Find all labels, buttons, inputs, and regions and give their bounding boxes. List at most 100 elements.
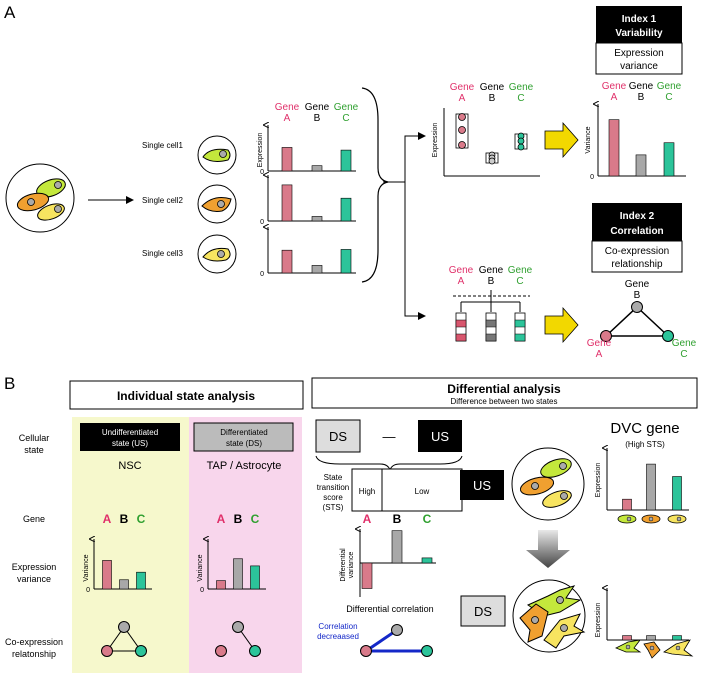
gene-letters-nsc: A B C	[103, 512, 146, 526]
svg-text:B: B	[489, 93, 496, 104]
svg-text:Gene: Gene	[625, 279, 650, 290]
differential-correlation-label: Differential correlation	[346, 604, 433, 614]
nsc-coexpression-network	[101, 621, 147, 657]
cluster-gene-a: Gene A	[449, 265, 474, 287]
svg-text:Expression: Expression	[12, 562, 57, 572]
cell1-bar-1	[311, 165, 323, 172]
svg-text:—: —	[383, 429, 396, 444]
cell1-bar-0	[281, 147, 293, 172]
svg-text:Variability: Variability	[615, 28, 663, 39]
svg-text:Gene: Gene	[602, 81, 627, 92]
svg-text:Individual state analysis: Individual state analysis	[117, 389, 255, 403]
svg-text:state (US): state (US)	[112, 439, 148, 448]
tap-astrocyte-label: TAP / Astrocyte	[207, 460, 282, 472]
svg-text:score: score	[323, 493, 343, 502]
svg-text:B: B	[393, 512, 402, 526]
differential-title-box: Differential analysis Difference between…	[311, 377, 698, 409]
cell-mixture	[5, 163, 75, 233]
nsc-variance-chart: 0	[86, 539, 152, 594]
svg-text:A: A	[103, 512, 112, 526]
svg-text:Differential analysis: Differential analysis	[447, 382, 561, 396]
cell3-bar-2	[340, 249, 352, 274]
nsc-bar-0	[102, 560, 112, 590]
svg-text:B: B	[314, 113, 321, 124]
single-cell3-label: Single cell3	[142, 249, 183, 258]
svg-text:Gene: Gene	[305, 102, 330, 113]
svg-text:C: C	[251, 512, 260, 526]
svg-text:Gene: Gene	[450, 82, 475, 93]
svg-text:transition: transition	[317, 483, 349, 492]
sts-label: State transition score (STS)	[317, 473, 349, 512]
svg-text:Difference between two states: Difference between two states	[450, 397, 557, 406]
svg-text:A: A	[596, 349, 603, 360]
svg-text:Differentiated: Differentiated	[220, 428, 267, 437]
diff-bar-2	[421, 557, 433, 564]
tap-zero-label: 0	[200, 587, 204, 594]
svg-text:C: C	[342, 113, 349, 124]
arrow-to-boxplot	[383, 132, 426, 183]
svg-text:Gene: Gene	[334, 102, 359, 113]
svg-text:C: C	[680, 349, 687, 360]
us-cells	[511, 447, 585, 521]
index1-box: Index 1 Variability Expression variance	[595, 6, 683, 75]
undifferentiated-state-box: Undifferentiated state (US)	[80, 423, 180, 451]
svg-text:B: B	[634, 290, 641, 301]
dvc-us-bar-1	[646, 463, 656, 511]
svg-text:A: A	[458, 276, 465, 287]
svg-text:A: A	[363, 512, 372, 526]
boxplot-gene-b: Gene B	[480, 82, 505, 104]
dvc-us-bar-0	[622, 498, 632, 511]
boxplot-gene-c: Gene C	[509, 82, 534, 104]
svg-text:Gene: Gene	[672, 338, 697, 349]
expression-axis-label: Expression	[257, 133, 264, 168]
variance-gene-b: Gene B	[629, 81, 654, 103]
correlation-dendrogram	[453, 290, 530, 342]
cell2-bar-0	[281, 184, 293, 222]
svg-text:B: B	[638, 92, 645, 103]
single-cell3	[197, 234, 237, 274]
svg-text:US: US	[431, 429, 449, 444]
differential-variance-chart	[360, 529, 436, 597]
row-label-expression-variance: Expression variance	[12, 562, 57, 584]
ds-minus-us: DS — US	[315, 419, 463, 472]
svg-text:A: A	[284, 113, 291, 124]
dvc-ds-cell-icons	[615, 639, 694, 659]
variance-axis-label: Variance	[585, 126, 592, 153]
cluster-gene-b: Gene B	[479, 265, 504, 287]
cell3-zero-label: 0	[260, 271, 264, 278]
nsc-bar-2	[136, 571, 146, 590]
svg-text:A: A	[611, 92, 618, 103]
grouping-brace	[361, 87, 389, 283]
svg-text:US: US	[473, 478, 491, 493]
tap-bar-1	[233, 558, 243, 590]
svg-text:Low: Low	[415, 487, 430, 496]
cell2-bar-2	[340, 197, 352, 222]
svg-text:Gene: Gene	[508, 265, 533, 276]
svg-text:C: C	[516, 276, 523, 287]
dvc-us-cell-icons	[617, 514, 687, 524]
svg-text:Co-expression: Co-expression	[5, 637, 63, 647]
svg-text:Gene: Gene	[275, 102, 300, 113]
svg-text:Expression: Expression	[614, 48, 663, 59]
variance-gene-c: Gene C	[657, 81, 682, 103]
cell3-bar-0	[281, 249, 293, 274]
svg-text:variance: variance	[17, 574, 51, 584]
svg-text:(STS): (STS)	[323, 503, 344, 512]
variance-zero-label: 0	[590, 174, 594, 181]
dvc-us-expression-chart	[607, 448, 689, 511]
svg-text:A: A	[217, 512, 226, 526]
gene-header-c: Gene C	[334, 102, 359, 124]
dvc-ds-bar-1	[646, 635, 656, 641]
dvc-us-axis-label: Expression	[595, 463, 602, 498]
expression-chart-cell2: 0	[260, 175, 356, 226]
svg-text:B: B	[488, 276, 495, 287]
svg-text:Differential: Differential	[340, 548, 347, 582]
cell1-zero-label: 0	[260, 169, 264, 176]
boxplot-gene-a: Gene A	[450, 82, 475, 104]
differential-network	[360, 624, 433, 657]
svg-text:State: State	[324, 473, 343, 482]
svg-text:Gene: Gene	[587, 338, 612, 349]
ds-cells	[512, 579, 586, 653]
svg-text:variance: variance	[620, 61, 658, 72]
variance-chart: 0	[590, 104, 686, 181]
